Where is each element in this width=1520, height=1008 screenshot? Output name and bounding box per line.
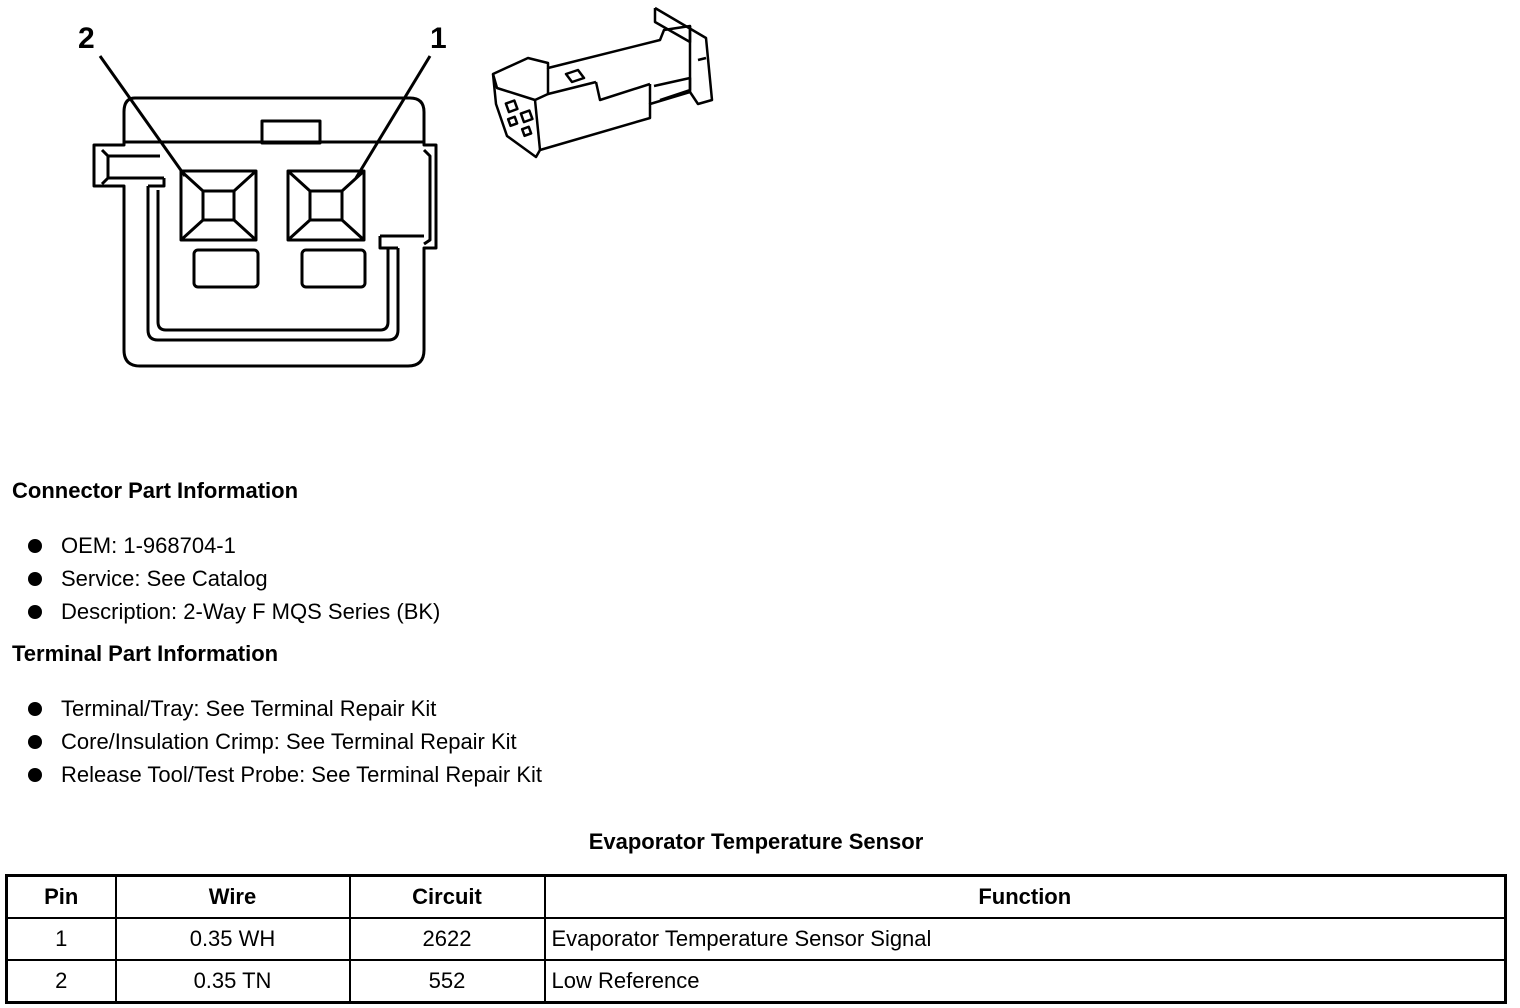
list-item: OEM: 1-968704-1 bbox=[28, 529, 440, 562]
list-item: Service: See Catalog bbox=[28, 562, 440, 595]
connector-info-title: Connector Part Information bbox=[12, 478, 299, 503]
pin-1-cavity bbox=[286, 169, 366, 242]
pin-2-leader-line bbox=[98, 55, 187, 177]
header-wire: Wire bbox=[114, 874, 351, 919]
header-circuit: Circuit bbox=[348, 874, 546, 919]
connector-top-latch bbox=[260, 119, 322, 145]
table-title: Evaporator Temperature Sensor bbox=[588, 829, 924, 854]
header-function: Function bbox=[543, 874, 1507, 919]
list-item: Release Tool/Test Probe: See Terminal Re… bbox=[28, 758, 542, 791]
cell-wire: 0.35 WH bbox=[114, 917, 351, 961]
cell-circuit: 2622 bbox=[348, 917, 546, 961]
pin-1-label: 1 bbox=[430, 22, 447, 55]
bullet-icon bbox=[28, 571, 42, 586]
header-pin: Pin bbox=[5, 874, 117, 919]
connector-isometric-view bbox=[491, 6, 714, 159]
table-row: 1 0.35 WH 2622 Evaporator Temperature Se… bbox=[5, 917, 1507, 961]
bullet-icon bbox=[28, 538, 42, 553]
cell-pin: 1 bbox=[5, 917, 117, 961]
table-row: 2 0.35 TN 552 Low Reference bbox=[5, 959, 1507, 1004]
pin-2-lock-window bbox=[192, 248, 260, 289]
pin-1-lock-window bbox=[300, 248, 367, 289]
cell-function: Low Reference bbox=[543, 959, 1507, 1004]
connector-info-list: OEM: 1-968704-1 Service: See Catalog Des… bbox=[28, 529, 440, 628]
cell-circuit: 552 bbox=[348, 959, 546, 1004]
terminal-info-title: Terminal Part Information bbox=[12, 641, 279, 666]
list-item: Terminal/Tray: See Terminal Repair Kit bbox=[28, 692, 542, 725]
cell-pin: 2 bbox=[5, 959, 117, 1004]
bullet-icon bbox=[28, 604, 42, 619]
connector-left-wing bbox=[100, 148, 110, 186]
pin-1-leader-line bbox=[354, 55, 432, 179]
connector-diagram bbox=[92, 6, 714, 368]
bullet-icon bbox=[28, 701, 42, 716]
list-item: Description: 2-Way F MQS Series (BK) bbox=[28, 595, 440, 628]
connector-housing-outline bbox=[92, 96, 438, 368]
cell-function: Evaporator Temperature Sensor Signal bbox=[543, 917, 1507, 961]
bullet-icon bbox=[28, 734, 42, 749]
terminal-info-list: Terminal/Tray: See Terminal Repair Kit C… bbox=[28, 692, 542, 791]
pin-table: Pin Wire Circuit Function 1 0.35 WH 2622… bbox=[5, 874, 1507, 1004]
table-header-row: Pin Wire Circuit Function bbox=[5, 874, 1507, 919]
pin-2-label: 2 bbox=[78, 22, 95, 55]
cell-wire: 0.35 TN bbox=[114, 959, 351, 1004]
bullet-icon bbox=[28, 767, 42, 782]
list-item: Core/Insulation Crimp: See Terminal Repa… bbox=[28, 725, 542, 758]
connector-inner-channel bbox=[146, 186, 400, 342]
pin-2-cavity bbox=[179, 169, 258, 242]
